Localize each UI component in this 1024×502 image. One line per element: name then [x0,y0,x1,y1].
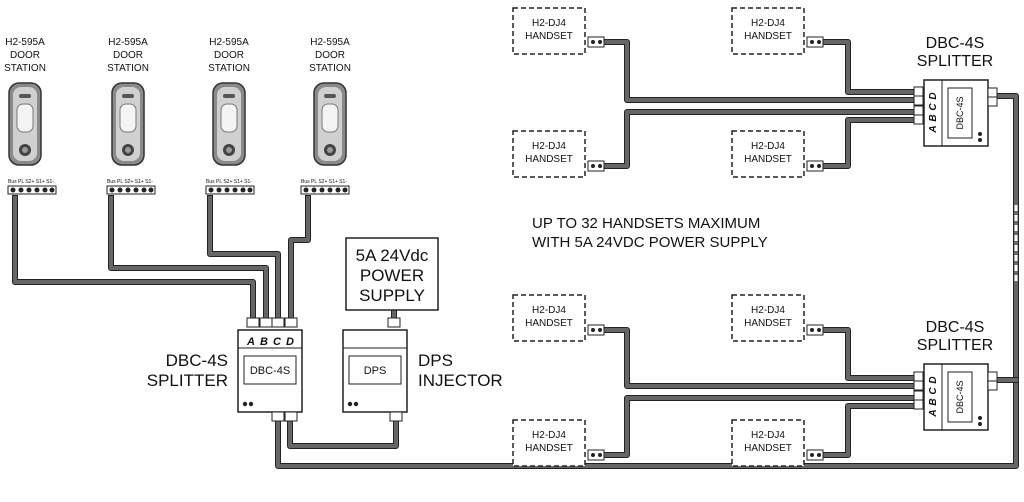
handset-bottom-2: H2-DJ4 HANDSET [731,294,824,342]
port-c-label: C [928,387,939,395]
handset-label: HANDSET [744,154,792,165]
port-a-label: A [246,336,255,348]
handset-model: H2-DJ4 [751,141,785,152]
door-station-model: H2-595A [108,37,148,48]
remote-splitter-bottom-module-label: DBC-4S [955,380,965,413]
port-b-label: B [928,398,939,405]
handset-model: H2-DJ4 [751,430,785,441]
injector-title-line2: INJECTOR [418,371,503,390]
injector-title-line1: DPS [418,351,453,370]
port-d-label: D [928,92,939,99]
handset-bottom-1: H2-DJ4 HANDSET [512,294,605,342]
dps-injector: DPS DPS INJECTOR [342,317,503,422]
door-station-line2: STATION [208,63,250,74]
terminal-label: Bus PL S2+ S1+ S1- [8,179,54,185]
remote-splitter-top-module-label: DBC-4S [955,96,965,129]
door-station-line1: DOOR [10,50,40,61]
port-b-label: B [928,114,939,121]
wires [12,39,1019,469]
door-station-2: H2-595A DOOR STATION Bus PL S2+ S1+ S1- [106,37,156,195]
remote-splitter-top: DBC-4S SPLITTER D C B A DBC-4S [913,35,998,147]
door-station-terminal-block: Bus PL S2+ S1+ S1- [205,179,255,195]
door-station-line2: STATION [309,63,351,74]
door-station-panel-icon [212,82,246,166]
main-splitter-title-line2: SPLITTER [147,371,228,390]
handset-bottom-4: H2-DJ4 HANDSET [731,419,824,467]
handset-label: HANDSET [744,31,792,42]
door-station-terminal-block: Bus PL S2+ S1+ S1- [7,179,57,195]
power-supply-line1: 5A 24Vdc [356,246,429,265]
remote-splitter-bottom-line2: SPLITTER [917,337,993,354]
terminal-label: Bus PL S2+ S1+ S1- [206,179,252,185]
note-line2: WITH 5A 24VDC POWER SUPPLY [532,234,768,251]
door-station-3: H2-595A DOOR STATION Bus PL S2+ S1+ S1- [205,37,255,195]
port-d-label: D [928,376,939,383]
handset-label: HANDSET [525,154,573,165]
handset-top-1: H2-DJ4 HANDSET [512,7,605,55]
handset-label: HANDSET [525,443,573,454]
handset-model: H2-DJ4 [751,305,785,316]
handset-top-2: H2-DJ4 HANDSET [731,7,824,55]
handset-top-3: H2-DJ4 HANDSET [512,130,605,178]
handset-top-4: H2-DJ4 HANDSET [731,130,824,178]
injector-module-label: DPS [364,365,387,377]
handset-model: H2-DJ4 [751,18,785,29]
port-a-label: A [928,409,939,417]
door-station-model: H2-595A [5,37,45,48]
door-station-panel-icon [8,82,42,166]
port-a-label: A [928,125,939,133]
remote-splitter-top-line1: DBC-4S [926,35,985,52]
main-splitter: A B C D DBC-4S DBC-4S SPLITTER [147,317,303,422]
door-station-terminal-block: Bus PL S2+ S1+ S1- [106,179,156,195]
port-d-label: D [286,336,294,348]
main-splitter-output-terminals [271,411,298,422]
remote-splitter-top-line2: SPLITTER [917,53,993,70]
remote-splitter-bottom: DBC-4S SPLITTER D C B A DBC-4S [913,319,998,431]
terminal-label: Bus PL S2+ S1+ S1- [301,179,347,185]
port-c-label: C [928,103,939,111]
main-splitter-module-label: DBC-4S [250,365,290,377]
door-station-terminal-block: Bus PL S2+ S1+ S1- [300,179,350,195]
handset-model: H2-DJ4 [532,305,566,316]
handset-model: H2-DJ4 [532,430,566,441]
handset-label: HANDSET [744,443,792,454]
port-b-label: B [260,336,268,348]
handset-label: HANDSET [525,318,573,329]
door-station-panel-icon [111,82,145,166]
capacity-note: UP TO 32 HANDSETS MAXIMUM WITH 5A 24VDC … [532,215,768,251]
power-supply-box [345,237,439,311]
main-splitter-title-line1: DBC-4S [166,351,228,370]
handset-model: H2-DJ4 [532,141,566,152]
power-supply-line2: POWER [360,266,424,285]
remote-splitter-bottom-line1: DBC-4S [926,319,985,336]
main-splitter-input-terminals [246,317,298,328]
door-station-line1: DOOR [214,50,244,61]
door-station-line2: STATION [107,63,149,74]
handset-bottom-3: H2-DJ4 HANDSET [512,419,605,467]
door-station-line1: DOOR [315,50,345,61]
handset-label: HANDSET [525,31,573,42]
handset-label: HANDSET [744,318,792,329]
power-supply: 5A 24Vdc POWER SUPPLY [345,237,439,311]
terminal-label: Bus PL S2+ S1+ S1- [107,179,153,185]
door-station-model: H2-595A [209,37,249,48]
door-station-1: H2-595A DOOR STATION Bus PL S2+ S1+ S1- [4,37,57,195]
door-station-line2: STATION [4,63,46,74]
remote-splitter-bottom-input-terminals [913,371,924,410]
note-line1: UP TO 32 HANDSETS MAXIMUM [532,215,760,232]
handset-model: H2-DJ4 [532,18,566,29]
door-station-panel-icon [313,82,347,166]
power-supply-line3: SUPPLY [359,286,425,305]
door-station-model: H2-595A [310,37,350,48]
port-c-label: C [273,336,282,348]
door-station-4: H2-595A DOOR STATION Bus PL S2+ S1+ S1- [300,37,351,195]
remote-splitter-top-input-terminals [913,86,924,125]
door-station-line1: DOOR [113,50,143,61]
